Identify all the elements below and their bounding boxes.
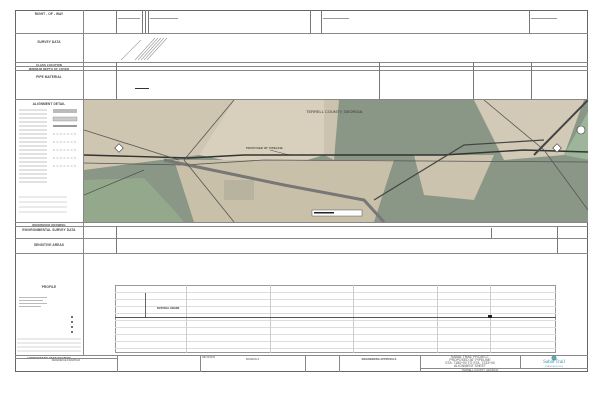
materials-table: MATERIALS — [245, 358, 260, 361]
location-text: TERRELL COUNTY, GEORGIA — [461, 368, 499, 372]
sensitive-areas-label: SENSITIVE AREAS — [33, 243, 65, 247]
title-block: SABAL TRAIL PROJECT PROPOSED 36" PIPELIN… — [420, 355, 520, 372]
project-title: SABAL TRAIL PROJECT PROPOSED 36" PIPELIN… — [445, 354, 495, 369]
pipeline-label: PROPOSED 36" PIPELINE — [246, 146, 283, 150]
profile-marker — [145, 293, 146, 317]
alignment-legend — [19, 109, 78, 213]
marker-icon — [114, 143, 124, 153]
county-label: TERRELL COUNTY, GEORGIA — [306, 109, 363, 114]
engineering-approvals-table: ENGINEERING APPROVALS — [361, 358, 397, 361]
divider — [15, 355, 588, 356]
field — [174, 160, 394, 222]
revisions-table: REVISIONS — [201, 356, 216, 359]
reference-drawing-label: REFERENCE DRAWING — [32, 222, 66, 227]
top-bands — [83, 10, 588, 99]
sabal-trail-logo: Sabal Trail TRANSMISSION — [520, 355, 588, 368]
crossing-marker — [488, 315, 492, 318]
marker-icon — [552, 143, 562, 153]
profile-chart — [115, 285, 556, 353]
divider — [15, 62, 588, 63]
alignment-detail-label: ALIGNMENT DETAIL — [32, 102, 66, 106]
divider — [15, 33, 588, 34]
divider — [15, 253, 588, 254]
natural-grade-line — [115, 317, 556, 318]
pipe-material-label: PIPE MATERIAL — [36, 75, 62, 79]
divider — [15, 66, 588, 67]
left-panel-divider — [83, 10, 84, 355]
env-tick — [116, 226, 117, 253]
profile-legend — [17, 297, 81, 352]
right-of-way-label: RIGHT - OF - WAY — [34, 12, 64, 16]
field — [84, 100, 234, 170]
north-arrow-icon — [576, 125, 586, 135]
divider — [15, 70, 588, 71]
divider — [15, 99, 588, 100]
logo-emblem-icon — [551, 355, 557, 361]
env-tick — [557, 226, 558, 253]
natural-grade-label: NATURAL GRADE — [157, 307, 180, 310]
class-location-label: CLASS LOCATION — [35, 62, 63, 67]
environmental-survey-label: ENVIRONMENTAL SURVEY DATA — [22, 228, 76, 232]
survey-data-label: SURVEY DATA — [37, 40, 61, 44]
min-depth-label: MINIMUM DEPTH OF COVER — [28, 66, 70, 71]
profile-label: PROFILE — [41, 285, 57, 289]
divider — [15, 238, 588, 239]
aerial-map: PROPOSED 36" PIPELINE TERRELL COUNTY, GE… — [84, 100, 588, 222]
reference-drawings-table: REFERENCE DRAWINGS — [15, 358, 117, 372]
env-tick — [491, 228, 492, 238]
field — [199, 100, 324, 170]
divider — [15, 222, 588, 223]
scale-bar — [311, 209, 363, 217]
divider — [15, 226, 588, 227]
